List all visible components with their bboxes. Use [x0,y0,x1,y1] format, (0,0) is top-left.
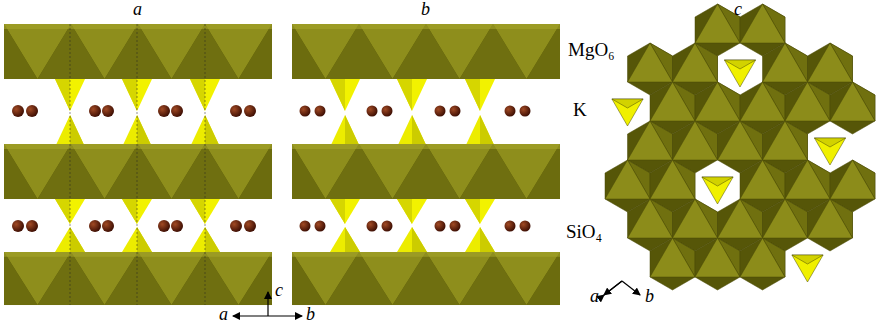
mgo6-octahedron-face [628,199,673,238]
sio4-tetrahedron [814,138,845,165]
sio4-tetrahedron-face [702,177,733,186]
mgo6-octahedron-face [650,238,695,277]
polyhedron-label: SiO₄ [566,222,602,243]
mgo6-octahedron-face [673,43,718,82]
mgo6-octahedron-face [718,121,763,160]
mgo6-octahedron-face [740,238,785,277]
mgo6-octahedron-face [763,43,808,82]
mgo6-octahedron-face [808,199,853,238]
mgo6-octahedron-face [785,160,830,199]
mgo6-octahedron-face [785,82,830,121]
axis-label: b [306,305,315,325]
polyhedron-label: MgO₆ [568,40,615,61]
panel-letter: a [133,0,142,20]
mgo6-octahedron-face [740,82,785,121]
mgo6-octahedron-face [695,4,740,43]
mgo6-octahedron [650,238,695,290]
mgo6-octahedron-face [763,199,808,238]
sio4-tetrahedron-face [724,60,755,69]
mgo6-octahedron-face [605,160,650,199]
mgo6-octahedron-face [763,121,808,160]
panel-b-structure [292,24,560,305]
panel-a-structure [4,24,272,305]
mgo6-octahedron [830,82,875,134]
axis-arrows-ab [233,292,302,316]
mgo6-octahedron-face [830,82,875,121]
mgo6-octahedron [808,199,853,251]
sio4-tetrahedron [702,177,733,204]
mgo6-octahedron-face [673,199,718,238]
atom-label: K [573,100,587,121]
mgo6-octahedron-face [740,4,785,43]
panel-c-hexagonal-layer [605,4,875,290]
sio4-tetrahedron [612,99,643,126]
mgo6-octahedron-face [673,121,718,160]
mgo6-octahedron-face [740,160,785,199]
mgo6-octahedron [695,238,740,290]
mgo6-octahedron-face [718,199,763,238]
axis-label: a [590,287,599,307]
mgo6-octahedron-face [628,121,673,160]
sio4-tetrahedron-face [612,99,643,108]
mgo6-octahedron [740,238,785,290]
axis-label: a [219,305,228,325]
mgo6-octahedron-face [695,238,740,277]
mgo6-octahedron-face [650,160,695,199]
sio4-tetrahedron [792,255,823,282]
mgo6-octahedron-face [808,43,853,82]
axis-arrows-c [604,281,640,295]
sio4-tetrahedron-face [792,255,823,264]
mgo6-octahedron-face [695,82,740,121]
axis-label: b [645,287,654,307]
panel-letter: c [734,0,742,20]
axis-label: c [275,281,283,301]
sio4-tetrahedron-face [814,138,845,147]
panel-letter: b [421,0,430,20]
mgo6-octahedron-face [628,43,673,82]
mgo6-octahedron-face [830,160,875,199]
mgo6-octahedron-face [650,82,695,121]
sio4-tetrahedron [724,60,755,87]
